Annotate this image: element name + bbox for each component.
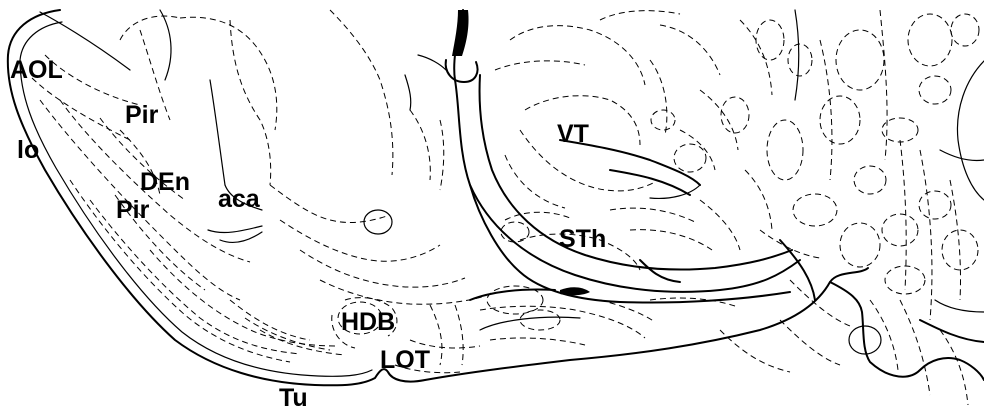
label-den: DEn xyxy=(140,168,190,196)
solid-outlines xyxy=(8,10,984,385)
label-hdb: HDB xyxy=(341,308,395,336)
ventral-outline xyxy=(470,185,790,303)
label-aol: AOL xyxy=(10,56,63,84)
fornix-inner xyxy=(480,75,793,269)
label-tu: Tu xyxy=(279,384,308,412)
label-lot: LOT xyxy=(380,346,430,374)
dashed-region-boundaries xyxy=(32,10,979,405)
region-labels: AOL Pir lo DEn aca Pir VT STh HDB LOT Tu xyxy=(10,56,606,412)
label-sth: STh xyxy=(559,225,606,253)
label-pir-top: Pir xyxy=(125,101,159,129)
label-vt: VT xyxy=(557,120,589,148)
label-aca: aca xyxy=(218,185,261,213)
label-lo: lo xyxy=(17,136,39,164)
fornix-outer xyxy=(454,10,800,292)
label-pir-lower: Pir xyxy=(116,196,150,224)
